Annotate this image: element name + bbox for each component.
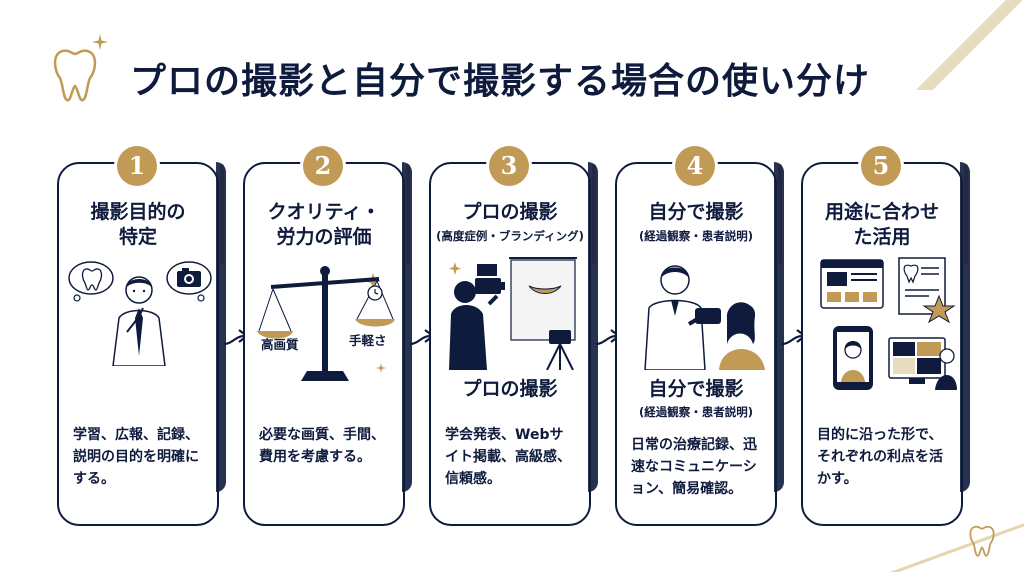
tooth-icon (969, 525, 995, 557)
usage-media-illustration (820, 257, 957, 390)
step-title-line1: 用途に合わせ (824, 201, 939, 223)
photographer-studio-illustration (449, 257, 577, 370)
step-card-2: クオリティ・ 労力の評価 高画質 手軽さ 必要な画質、手間、費用を考慮する。 (243, 162, 412, 526)
step-number-badge-4: 4 (675, 146, 715, 186)
step-title-line1: クオリティ・ (267, 201, 381, 223)
step-subtitle: (高度症例・ブランディング) (436, 229, 584, 243)
step-number-badge-1: 1 (117, 146, 157, 186)
card-accent (964, 164, 968, 264)
step-title-line2: た活用 (853, 226, 911, 248)
step-card-5: 用途に合わせ た活用 目的に沿った形で、それぞれの利点を活かす。 (801, 162, 970, 526)
step-title-line1: 撮影目的の (90, 201, 186, 223)
step-card-3: プロの撮影 (高度症例・ブランディング) プロの撮影 学会発表、Webサイト掲載… (429, 162, 598, 526)
step-title: プロの撮影 (462, 201, 558, 223)
scale-label-right: 手軽さ (349, 333, 387, 348)
balance-scale-illustration (257, 266, 395, 381)
step-mid-title: プロの撮影 (462, 378, 558, 400)
tooth-icon (53, 49, 97, 102)
step-title-line2: 特定 (118, 226, 157, 248)
thinking-person-illustration (68, 261, 212, 366)
step-description: 必要な画質、手間、費用を考慮する。 (259, 427, 385, 465)
scale-label-left: 高画質 (261, 337, 299, 352)
step-description: 学会発表、Webサイト掲載、高級感、信頼感。 (445, 427, 571, 487)
step-description: 学習、広報、記録、説明の目的を明確にする。 (73, 427, 199, 487)
step-description: 目的に沿った形で、それぞれの利点を活かす。 (817, 427, 943, 487)
step-number-badge-2: 2 (303, 146, 343, 186)
doctor-smartphone-illustration (644, 265, 765, 370)
step-card-1: 撮影目的の 特定 学習、広報、記録、説明の目的を明確にする。 (57, 162, 226, 526)
step-card-4: 自分で撮影 (経過観察・患者説明) 自分で撮影 (経過観察・患者説明) 日常の治… (615, 162, 784, 526)
step-description: 日常の治療記録、迅速なコミュニケーション、簡易確認。 (631, 437, 757, 497)
step-title-line2: 労力の評価 (276, 226, 372, 248)
card-accent (220, 164, 224, 264)
step-subtitle: (経過観察・患者説明) (638, 229, 753, 243)
step-mid-title: 自分で撮影 (648, 378, 744, 400)
step-title: 自分で撮影 (648, 201, 744, 223)
step-number-badge-5: 5 (861, 146, 901, 186)
card-accent (778, 164, 782, 264)
page-title: プロの撮影と自分で撮影する場合の使い分け (130, 61, 871, 102)
card-accent (592, 164, 596, 264)
step-number-badge-3: 3 (489, 146, 529, 186)
sparkle-icon (92, 34, 108, 50)
corner-decoration-top-right (874, 0, 1024, 90)
card-accent (406, 164, 410, 264)
step-mid-subtitle: (経過観察・患者説明) (638, 405, 753, 419)
